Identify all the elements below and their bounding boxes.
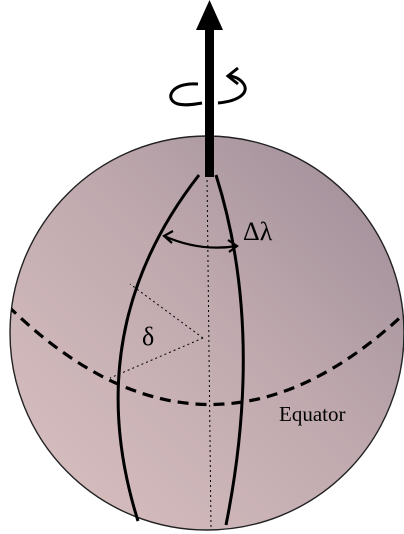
rotation-axis-arrow <box>196 0 223 30</box>
strip-left-boundary <box>116 174 201 522</box>
equator-line <box>10 304 404 407</box>
equator-label: Equator <box>279 402 345 426</box>
rotation-direction-icon <box>169 66 247 107</box>
delta-lambda-label: Δλ <box>243 217 273 246</box>
delta-lambda-arc <box>163 234 238 249</box>
delta-ray-lower <box>109 337 204 379</box>
rotation-axis <box>205 20 214 177</box>
delta-lambda-arrowhead-right <box>227 239 239 253</box>
delta-label: δ <box>142 322 154 351</box>
central-meridian <box>206 174 212 528</box>
delta-lambda-arrowhead-left <box>162 230 174 244</box>
delta-ray-upper <box>129 283 204 339</box>
strip-right-boundary <box>214 174 245 526</box>
